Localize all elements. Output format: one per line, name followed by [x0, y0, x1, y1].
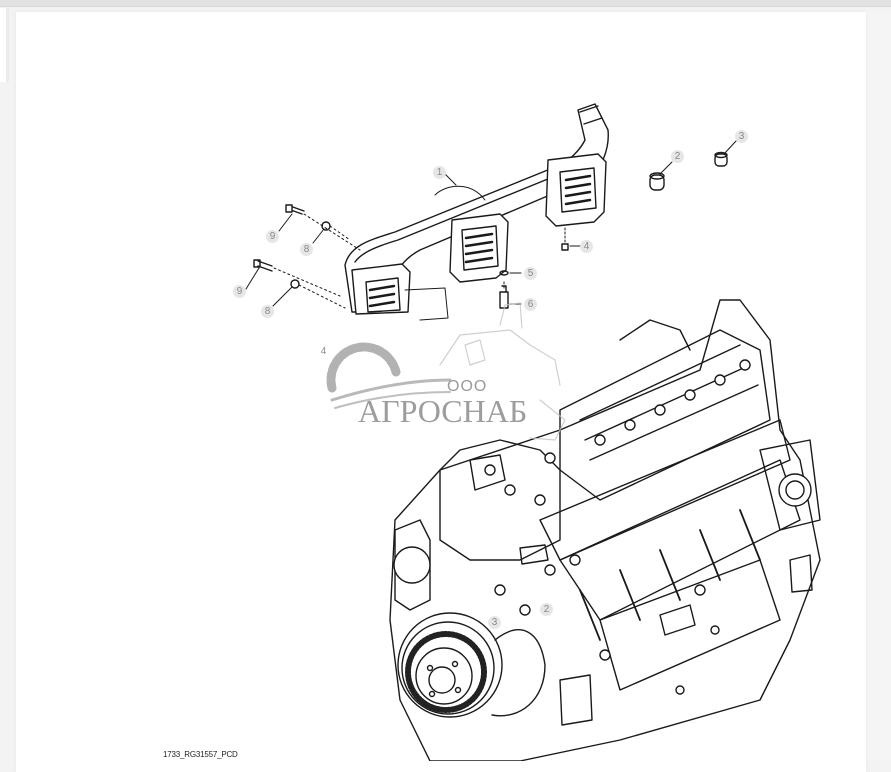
callout-9-lower: 9 [233, 285, 246, 298]
callout-2: 2 [671, 150, 684, 163]
callout-5: 5 [524, 267, 537, 280]
small-parts [253, 151, 728, 309]
watermark-prefix: ООО [447, 378, 488, 395]
leader-lines [245, 140, 737, 309]
callout-4: 4 [580, 240, 593, 253]
callout-2-engine: 2 [540, 603, 553, 616]
figure-caption: 1733_RG31557_PCD [163, 750, 238, 759]
callout-8-lower: 8 [261, 305, 274, 318]
callout-1: 1 [433, 166, 446, 179]
callout-8-upper: 8 [300, 243, 313, 256]
exhaust-manifold-drawing [344, 103, 609, 321]
callout-4-partial: 4 [320, 346, 327, 357]
engine-block-drawing [389, 299, 821, 761]
callout-6: 6 [524, 298, 537, 311]
callout-3: 3 [735, 130, 748, 143]
callout-9-upper: 9 [266, 230, 279, 243]
callout-3-engine: 3 [488, 616, 501, 629]
top-bar [0, 0, 891, 7]
right-gutter [866, 12, 891, 761]
watermark-company-name: АГРОСНАБ [358, 393, 528, 429]
left-edge-panel [0, 8, 9, 82]
watermark-logo [326, 302, 566, 441]
